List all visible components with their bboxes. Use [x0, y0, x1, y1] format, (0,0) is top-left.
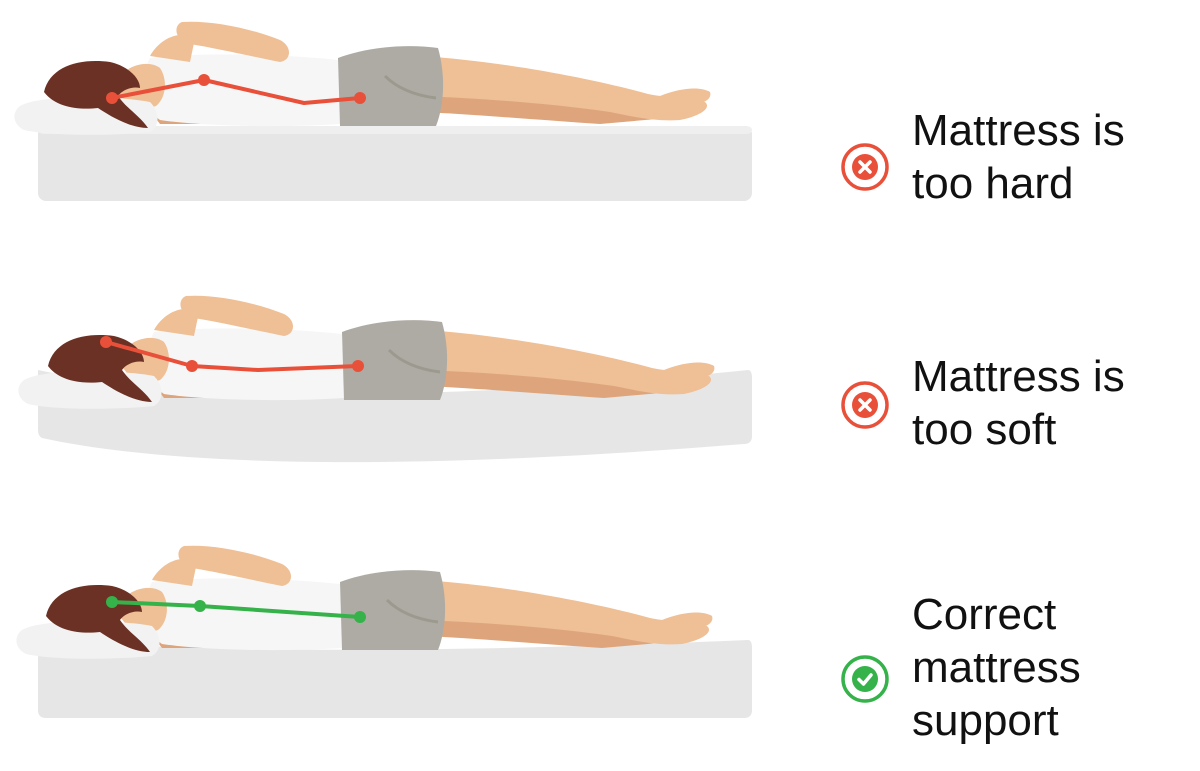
mattress-correct: [38, 640, 752, 718]
mattress-hard: [38, 126, 752, 201]
row-too-soft: [16, 294, 752, 463]
label-line: Mattress is: [912, 352, 1125, 401]
label-line: support: [912, 696, 1059, 745]
sleeper-figure: [12, 20, 712, 137]
check-circle-icon: [841, 655, 889, 703]
row-too-hard: [12, 20, 752, 201]
row-correct: [14, 544, 752, 718]
label-too-soft: Mattress is too soft: [912, 350, 1125, 456]
label-line: too hard: [912, 159, 1074, 208]
cross-circle-icon: [841, 143, 889, 191]
cross-circle-icon: [841, 381, 889, 429]
spine-line-bad: [106, 74, 366, 105]
spine-line-bad: [100, 336, 364, 372]
label-line: Mattress is: [912, 106, 1125, 155]
label-line: Correct: [912, 590, 1057, 639]
label-too-hard: Mattress is too hard: [912, 104, 1125, 210]
sleeper-figure: [16, 294, 716, 411]
spine-line-good: [106, 596, 366, 623]
label-line: too soft: [912, 405, 1057, 454]
label-line: mattress: [912, 643, 1081, 692]
label-correct: Correct mattress support: [912, 588, 1081, 747]
